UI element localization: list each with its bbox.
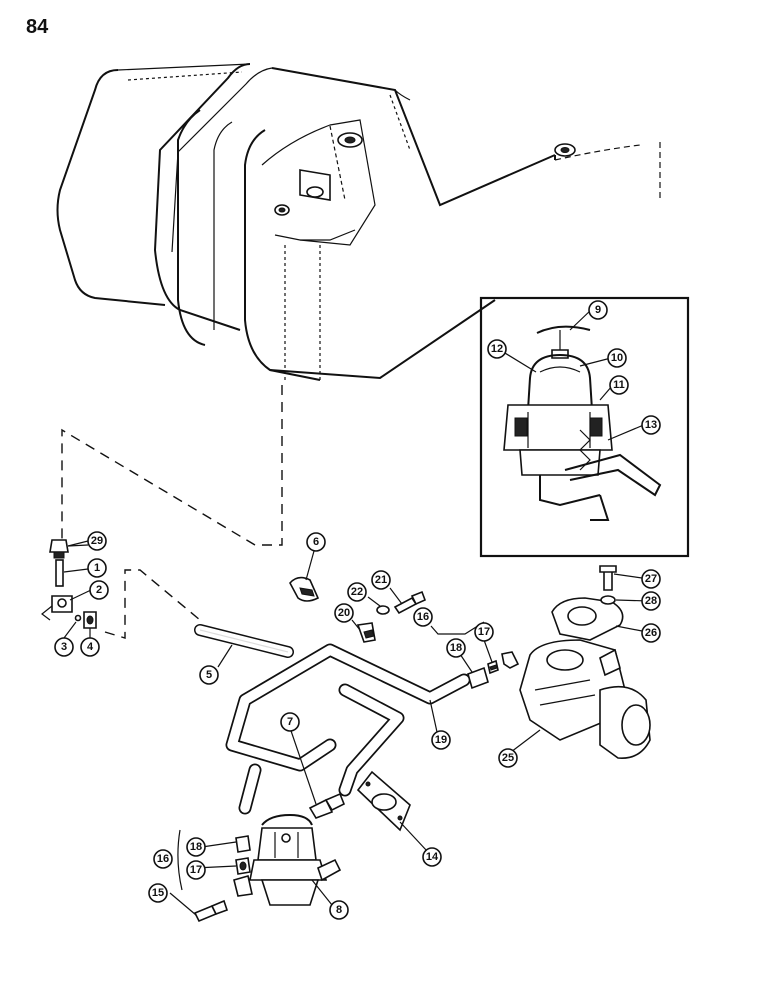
page-number: 84: [26, 16, 49, 38]
carburetor-assembly: [519, 565, 651, 759]
svg-text:18: 18: [190, 841, 202, 853]
callout-21: 21: [371, 570, 391, 590]
callout-10: 10: [607, 348, 627, 368]
callout-11: 11: [609, 375, 629, 395]
callout-18-left: 18: [186, 837, 206, 857]
hose-clip-6: [289, 576, 320, 602]
callout-8: 8: [329, 900, 349, 920]
svg-text:2: 2: [96, 584, 102, 596]
clamp-hardware: [356, 590, 427, 643]
svg-text:18: 18: [450, 642, 462, 654]
callout-17-right: 17: [474, 622, 494, 642]
svg-text:27: 27: [645, 573, 657, 585]
svg-text:5: 5: [206, 669, 212, 681]
callout-18-right: 18: [446, 638, 466, 658]
svg-text:7: 7: [287, 716, 293, 728]
svg-text:14: 14: [426, 851, 439, 863]
callout-29: 29: [87, 531, 107, 551]
fitting-7: [308, 792, 346, 819]
callout-14: 14: [422, 847, 442, 867]
svg-text:28: 28: [645, 595, 657, 607]
bolt-15: [193, 899, 229, 923]
callout-20: 20: [334, 603, 354, 623]
svg-text:26: 26: [645, 627, 657, 639]
callout-16-right: 16: [413, 607, 433, 627]
callout-26: 26: [641, 623, 661, 643]
callout-13: 13: [641, 415, 661, 435]
callout-15: 15: [148, 883, 168, 903]
pump-fittings: [233, 835, 253, 897]
callout-25: 25: [498, 748, 518, 768]
callout-12: 12: [487, 339, 507, 359]
callout-22: 22: [347, 582, 367, 602]
svg-text:1: 1: [94, 562, 100, 574]
callout-6: 6: [306, 532, 326, 552]
callout-17-left: 17: [186, 860, 206, 880]
callout-28: 28: [641, 591, 661, 611]
callout-4: 4: [80, 637, 100, 657]
fuel-pump-cutaway-inset: [479, 296, 690, 558]
svg-text:17: 17: [190, 864, 202, 876]
svg-text:11: 11: [613, 379, 625, 391]
callout-16-left: 16: [153, 849, 173, 869]
svg-text:4: 4: [87, 641, 94, 653]
svg-text:29: 29: [91, 535, 103, 547]
routing-lines: [61, 385, 283, 639]
callout-27: 27: [641, 569, 661, 589]
gasket-14: [356, 770, 411, 832]
carburetor-inlet-fittings: [467, 651, 520, 690]
svg-text:16: 16: [157, 853, 169, 865]
svg-text:15: 15: [152, 887, 164, 899]
callout-7: 7: [280, 712, 300, 732]
callout-1: 1: [87, 558, 107, 578]
svg-text:20: 20: [338, 607, 350, 619]
callout-5: 5: [199, 665, 219, 685]
svg-text:25: 25: [502, 752, 514, 764]
fuel-pump-8: [249, 813, 342, 906]
svg-text:21: 21: [375, 574, 387, 586]
svg-text:9: 9: [595, 304, 601, 316]
svg-text:12: 12: [491, 343, 503, 355]
fuel-tank: [56, 63, 661, 381]
callout-19: 19: [431, 730, 451, 750]
svg-text:8: 8: [336, 904, 342, 916]
callout-9: 9: [588, 300, 608, 320]
svg-text:17: 17: [478, 626, 490, 638]
svg-text:19: 19: [435, 734, 447, 746]
svg-text:10: 10: [611, 352, 623, 364]
callout-2: 2: [89, 580, 109, 600]
fuel-line-19: [225, 643, 471, 815]
shutoff-valve-parts: [41, 539, 97, 629]
callout-3: 3: [54, 637, 74, 657]
svg-text:22: 22: [351, 586, 363, 598]
svg-text:13: 13: [645, 419, 657, 431]
fuel-hose-5: [194, 624, 294, 658]
svg-text:6: 6: [313, 536, 319, 548]
svg-text:3: 3: [61, 641, 67, 653]
svg-text:16: 16: [417, 611, 429, 623]
